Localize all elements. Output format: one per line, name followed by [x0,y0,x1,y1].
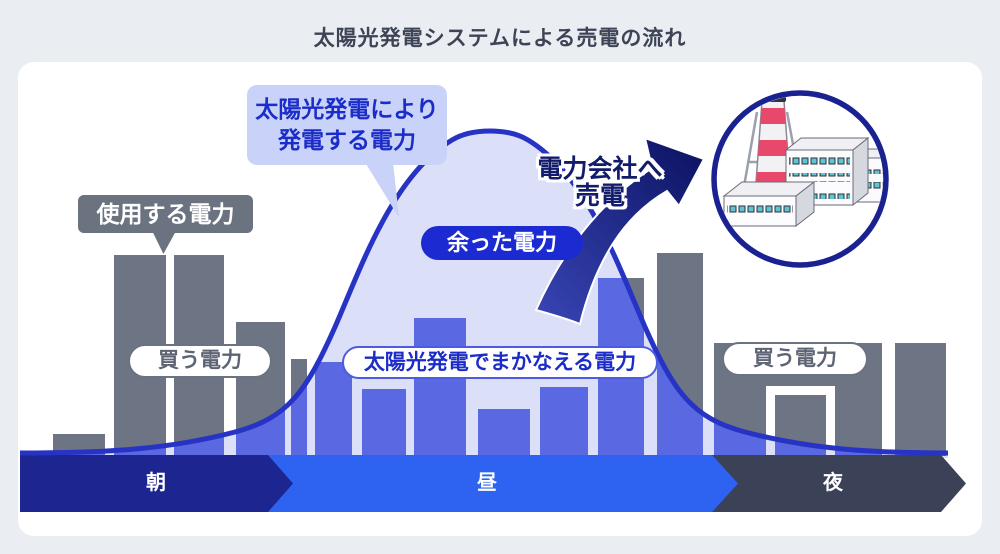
usage-bar [766,386,775,453]
power-plant-circle [711,90,889,268]
band-night [706,455,966,512]
power-plant-icon [711,90,889,268]
band-label-noon: 昼 [477,472,497,494]
label-sell-to-utility: 電力会社へ 売電 [510,156,690,210]
band-morning [20,455,293,512]
usage-bar [540,387,588,456]
band-noon [252,455,738,512]
label-covered-by-solar: 太陽光発電でまかなえる電力 [342,346,658,379]
usage-bar [478,409,530,456]
usage-bar [53,434,105,453]
solar-curve-fill [20,131,948,458]
label-generated-line1: 太陽光発電により [255,96,439,122]
bar-gap-strips-above-curve [766,386,835,453]
usage-bar [826,386,835,453]
usage-bar [766,386,835,395]
band-label-night: 夜 [823,472,843,494]
sell-line1: 電力会社へ [537,155,663,183]
solar-curve-line [19,128,949,456]
label-buy-power-evening: 買う電力 [722,342,868,376]
label-surplus-power: 余った電力 [421,226,583,260]
page-title: 太陽光発電システムによる売電の流れ [313,27,687,50]
label-buy-power-morning: 買う電力 [128,344,272,378]
usage-bar [414,318,466,456]
usage-bar [895,343,946,453]
usage-bar [315,362,352,456]
band-label-morning: 朝 [146,472,166,494]
label-used-power: 使用する電力 [78,195,253,233]
usage-bar [362,389,406,456]
label-generated-power: 太陽光発電により 発電する電力 [247,85,447,165]
time-of-day-band [20,455,966,512]
sell-line2: 売電 [574,182,625,210]
label-generated-line2: 発電する電力 [278,127,416,153]
